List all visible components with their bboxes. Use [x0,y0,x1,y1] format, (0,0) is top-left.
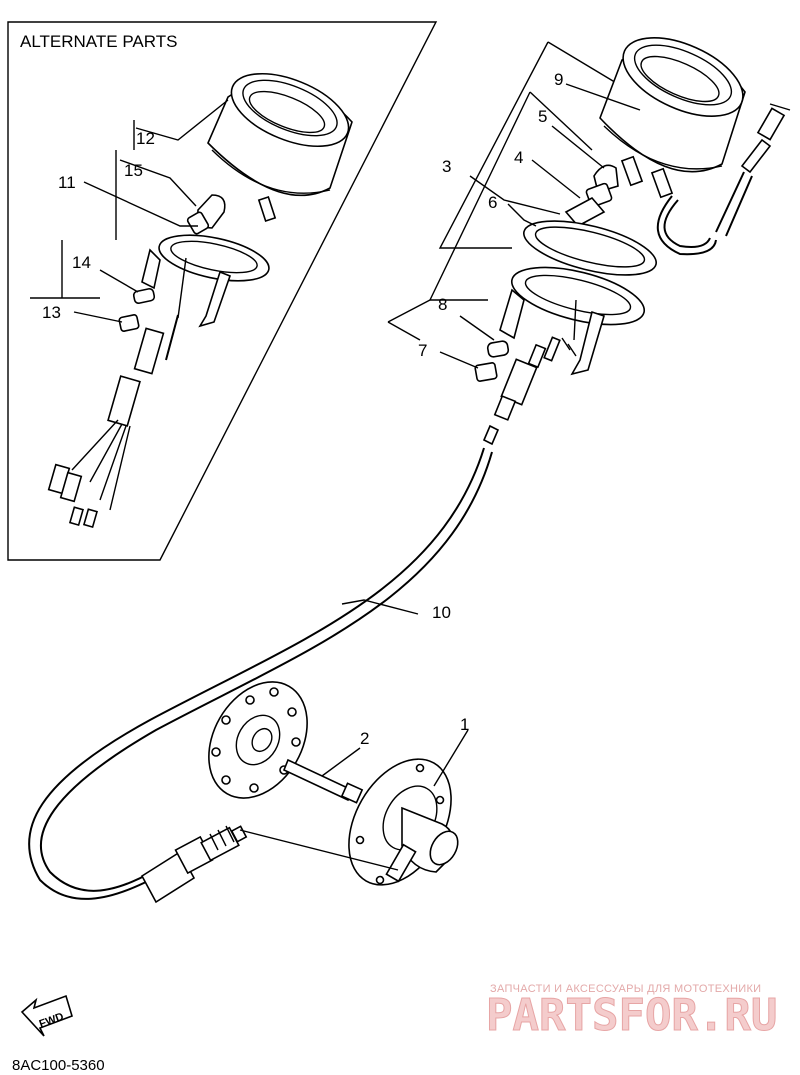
callout-12: 12 [136,129,155,148]
speedometer-gear-plate [208,681,308,799]
callout-5: 5 [538,107,547,126]
callout-3: 3 [442,157,451,176]
connection-line [239,829,399,871]
inset-border [7,21,438,561]
fwd-arrow-icon [20,994,73,1037]
speedometer-head [599,37,746,199]
speedometer-gear-unit [348,758,459,886]
watermark: ЗАПЧАСТИ И АКСЕССУАРЫ ДЛЯ МОТОТЕХНИКИ PA… [486,983,778,1042]
drive-shaft [282,758,364,804]
inset-title: ALTERNATE PARTS [20,32,177,51]
leader-15 [119,159,197,207]
speedometer-cable [28,424,500,904]
callout-7: 7 [418,341,427,360]
leader-12-group [135,99,229,141]
bulb-socket [564,196,606,228]
alt-meter-bracket [141,234,270,328]
bracket-line-5 [428,91,531,301]
leader-14 [99,269,139,293]
alt-bulb-socket [186,194,226,235]
inset-bracket-lines [30,120,135,299]
callout-9: 9 [554,70,563,89]
callout-13: 13 [42,303,61,322]
speedometer-assembly [387,37,791,421]
callout-14: 14 [72,253,91,272]
callout-10: 10 [432,603,451,622]
bracket-line-9 [438,41,549,249]
alt-grommet [132,287,156,305]
alt-meter-housing [207,72,353,223]
grommet [486,340,510,358]
meter-lead-wire [656,103,791,256]
callout-1: 1 [460,715,469,734]
leader-lines [321,83,641,787]
fwd-arrow: FWD [20,994,73,1037]
callout-labels: 1 2 3 4 5 6 7 8 9 10 11 12 13 14 15 [42,70,563,748]
watermark-tagline: ЗАПЧАСТИ И АКСЕССУАРЫ ДЛЯ МОТОТЕХНИКИ [490,983,761,995]
callout-15: 15 [124,161,143,180]
leader-11 [83,181,198,227]
watermark-brand: PARTSFOR.RU [486,990,777,1041]
leader-13 [73,311,123,323]
alternate-parts-inset: ALTERNATE PARTS [7,21,438,561]
alt-wire-harness [47,314,179,529]
meter-cushion [523,220,657,276]
cable-upper-fitting [493,336,577,421]
callout-4: 4 [514,148,523,167]
alt-nut [118,314,140,332]
nut [474,362,498,382]
callout-8: 8 [438,295,447,314]
callout-6: 6 [488,193,497,212]
meter-bracket [499,266,646,376]
diagram-code: 8AC100-5360 [12,1057,105,1074]
callout-11: 11 [58,173,76,192]
callout-2: 2 [360,729,369,748]
